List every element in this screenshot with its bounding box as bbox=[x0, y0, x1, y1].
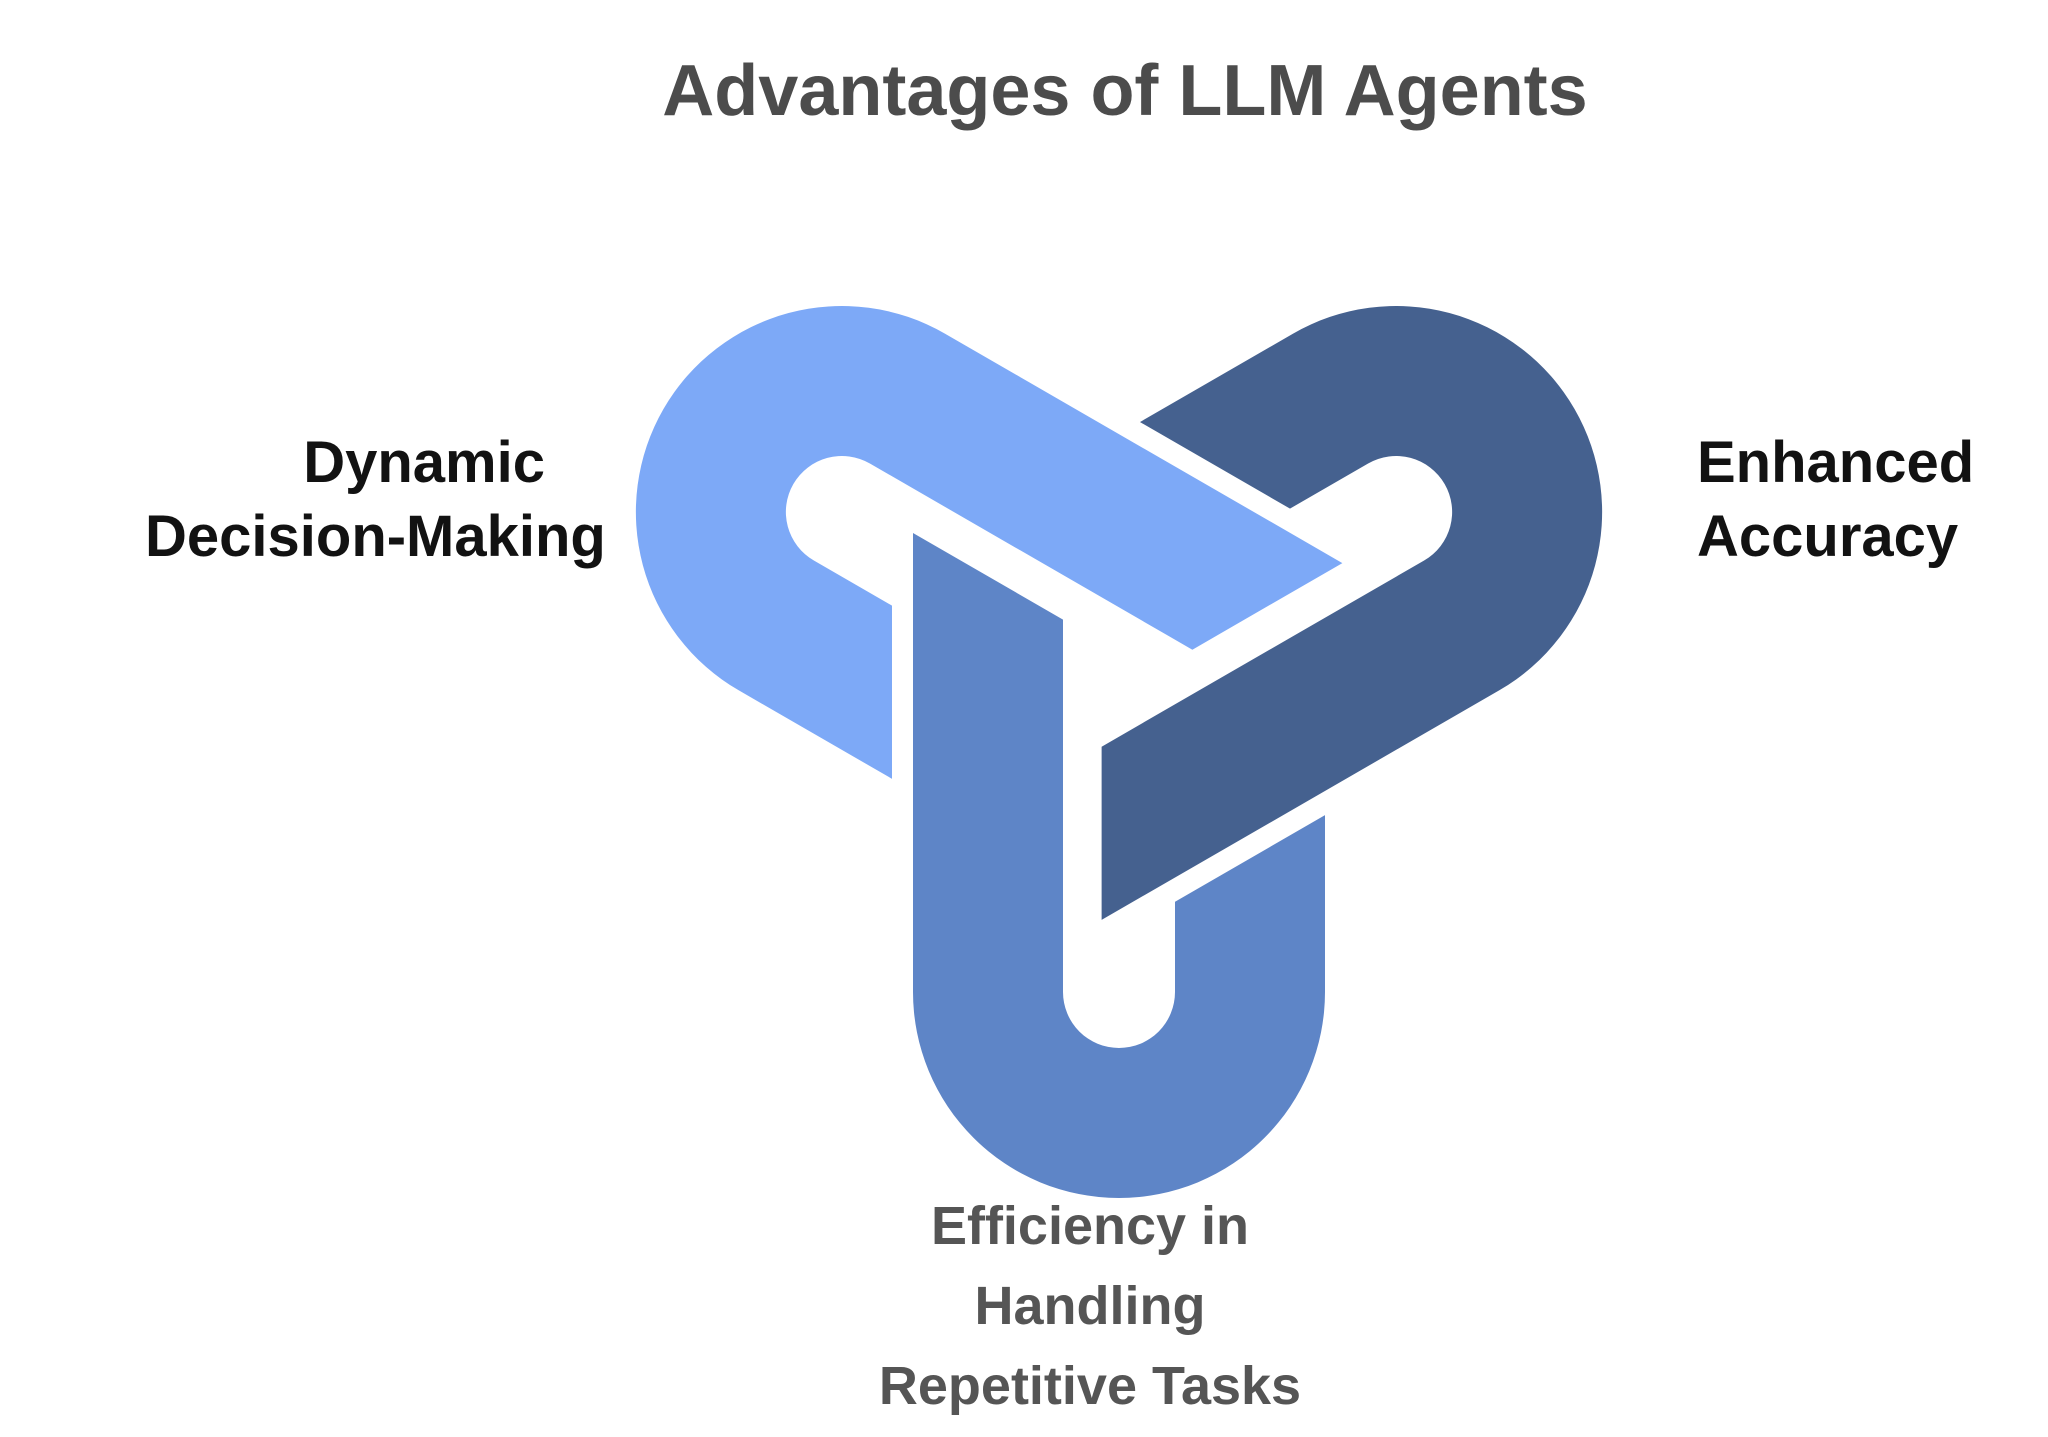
label-right-line1: Enhanced bbox=[1697, 430, 1975, 495]
label-efficiency-repetitive-tasks: Efficiency in Handling Repetitive Tasks bbox=[879, 1186, 1301, 1426]
page-title: Advantages of LLM Agents bbox=[662, 51, 1588, 131]
label-dynamic-decision-making: Dynamic Decision-Making bbox=[145, 426, 606, 574]
label-left-line2: Decision-Making bbox=[145, 504, 606, 569]
label-bottom-line3: Repetitive Tasks bbox=[878, 1356, 1302, 1416]
label-bottom-line2: Handling bbox=[974, 1276, 1206, 1336]
label-left-line1: Dynamic bbox=[303, 430, 545, 495]
label-enhanced-accuracy: Enhanced Accuracy bbox=[1697, 426, 1974, 574]
label-right-line2: Accuracy bbox=[1697, 504, 1959, 569]
label-bottom-line1: Efficiency in bbox=[930, 1196, 1250, 1256]
